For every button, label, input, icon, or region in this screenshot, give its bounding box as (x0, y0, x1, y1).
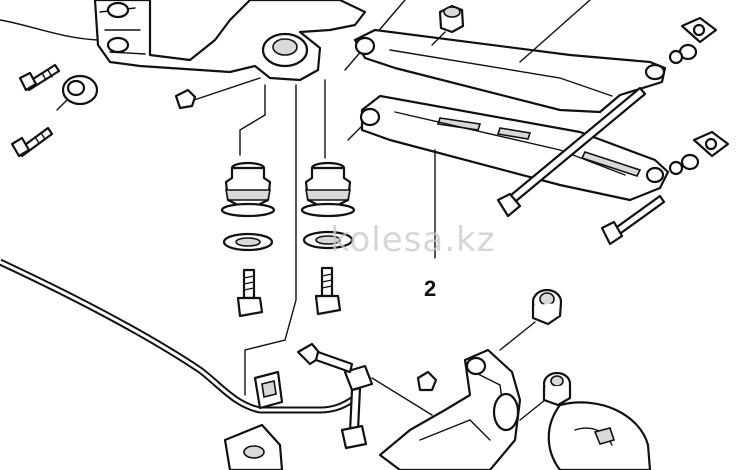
brake-backing-plate (547, 401, 652, 470)
subframe-bolt-upper (18, 63, 61, 92)
arm-bushing (431, 4, 465, 46)
stabilizer-link (340, 364, 433, 450)
mount-bolt-left (236, 268, 264, 318)
knuckle-bushing-upper (499, 288, 563, 351)
watermark-text: kolesa.kz (330, 220, 496, 260)
link-bolt (296, 342, 354, 374)
subframe-bracket-lower (223, 423, 284, 470)
lower-control-arm (359, 94, 670, 202)
mount-bolt-right (314, 266, 342, 316)
arm-bolt-upper (496, 86, 647, 218)
subframe-bushing (56, 74, 99, 111)
nut-washer-lower (668, 130, 730, 176)
knuckle-bushing-lower (519, 371, 572, 421)
subframe-bolt-lower (10, 126, 54, 158)
nut-washer-upper (668, 16, 718, 65)
stabilizer-bar (0, 258, 358, 414)
rubber-mount-right (300, 161, 356, 250)
rubber-mount-left (220, 161, 276, 252)
callout-label: 2 (424, 276, 437, 301)
subframe (0, 0, 367, 82)
arm-bolt-lower (600, 194, 666, 246)
rear-knuckle (378, 348, 522, 470)
small-nut (174, 77, 261, 110)
link-nut (416, 370, 438, 392)
